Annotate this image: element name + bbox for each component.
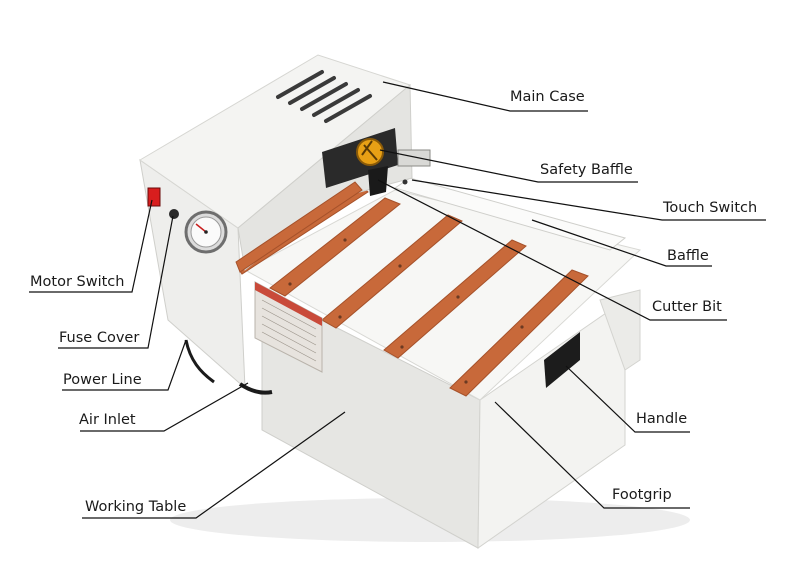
label-power-line: Power Line [63,372,142,388]
label-main-case: Main Case [510,89,585,105]
handle-slot [544,332,580,388]
label-handle: Handle [636,411,688,427]
label-motor-switch: Motor Switch [30,274,125,290]
touch-switch-block [397,149,431,167]
fuse-cover [169,209,179,219]
label-touch-switch: Touch Switch [663,200,758,216]
label-air-inlet: Air Inlet [79,412,136,428]
label-safety-baffle: Safety Baffle [540,162,633,178]
vent-slots [276,70,372,123]
label-working-table: Working Table [85,499,187,515]
case-guide-strip [235,181,363,273]
power-line-cable [184,339,215,384]
label-fuse-cover: Fuse Cover [59,330,140,346]
motor-switch [147,187,161,207]
label-cutter-bit: Cutter Bit [652,299,722,315]
label-baffle: Baffle [667,248,709,264]
warning-sticker-header [255,282,322,326]
cutter-bit [368,166,388,196]
label-footgrip: Footgrip [612,487,672,503]
